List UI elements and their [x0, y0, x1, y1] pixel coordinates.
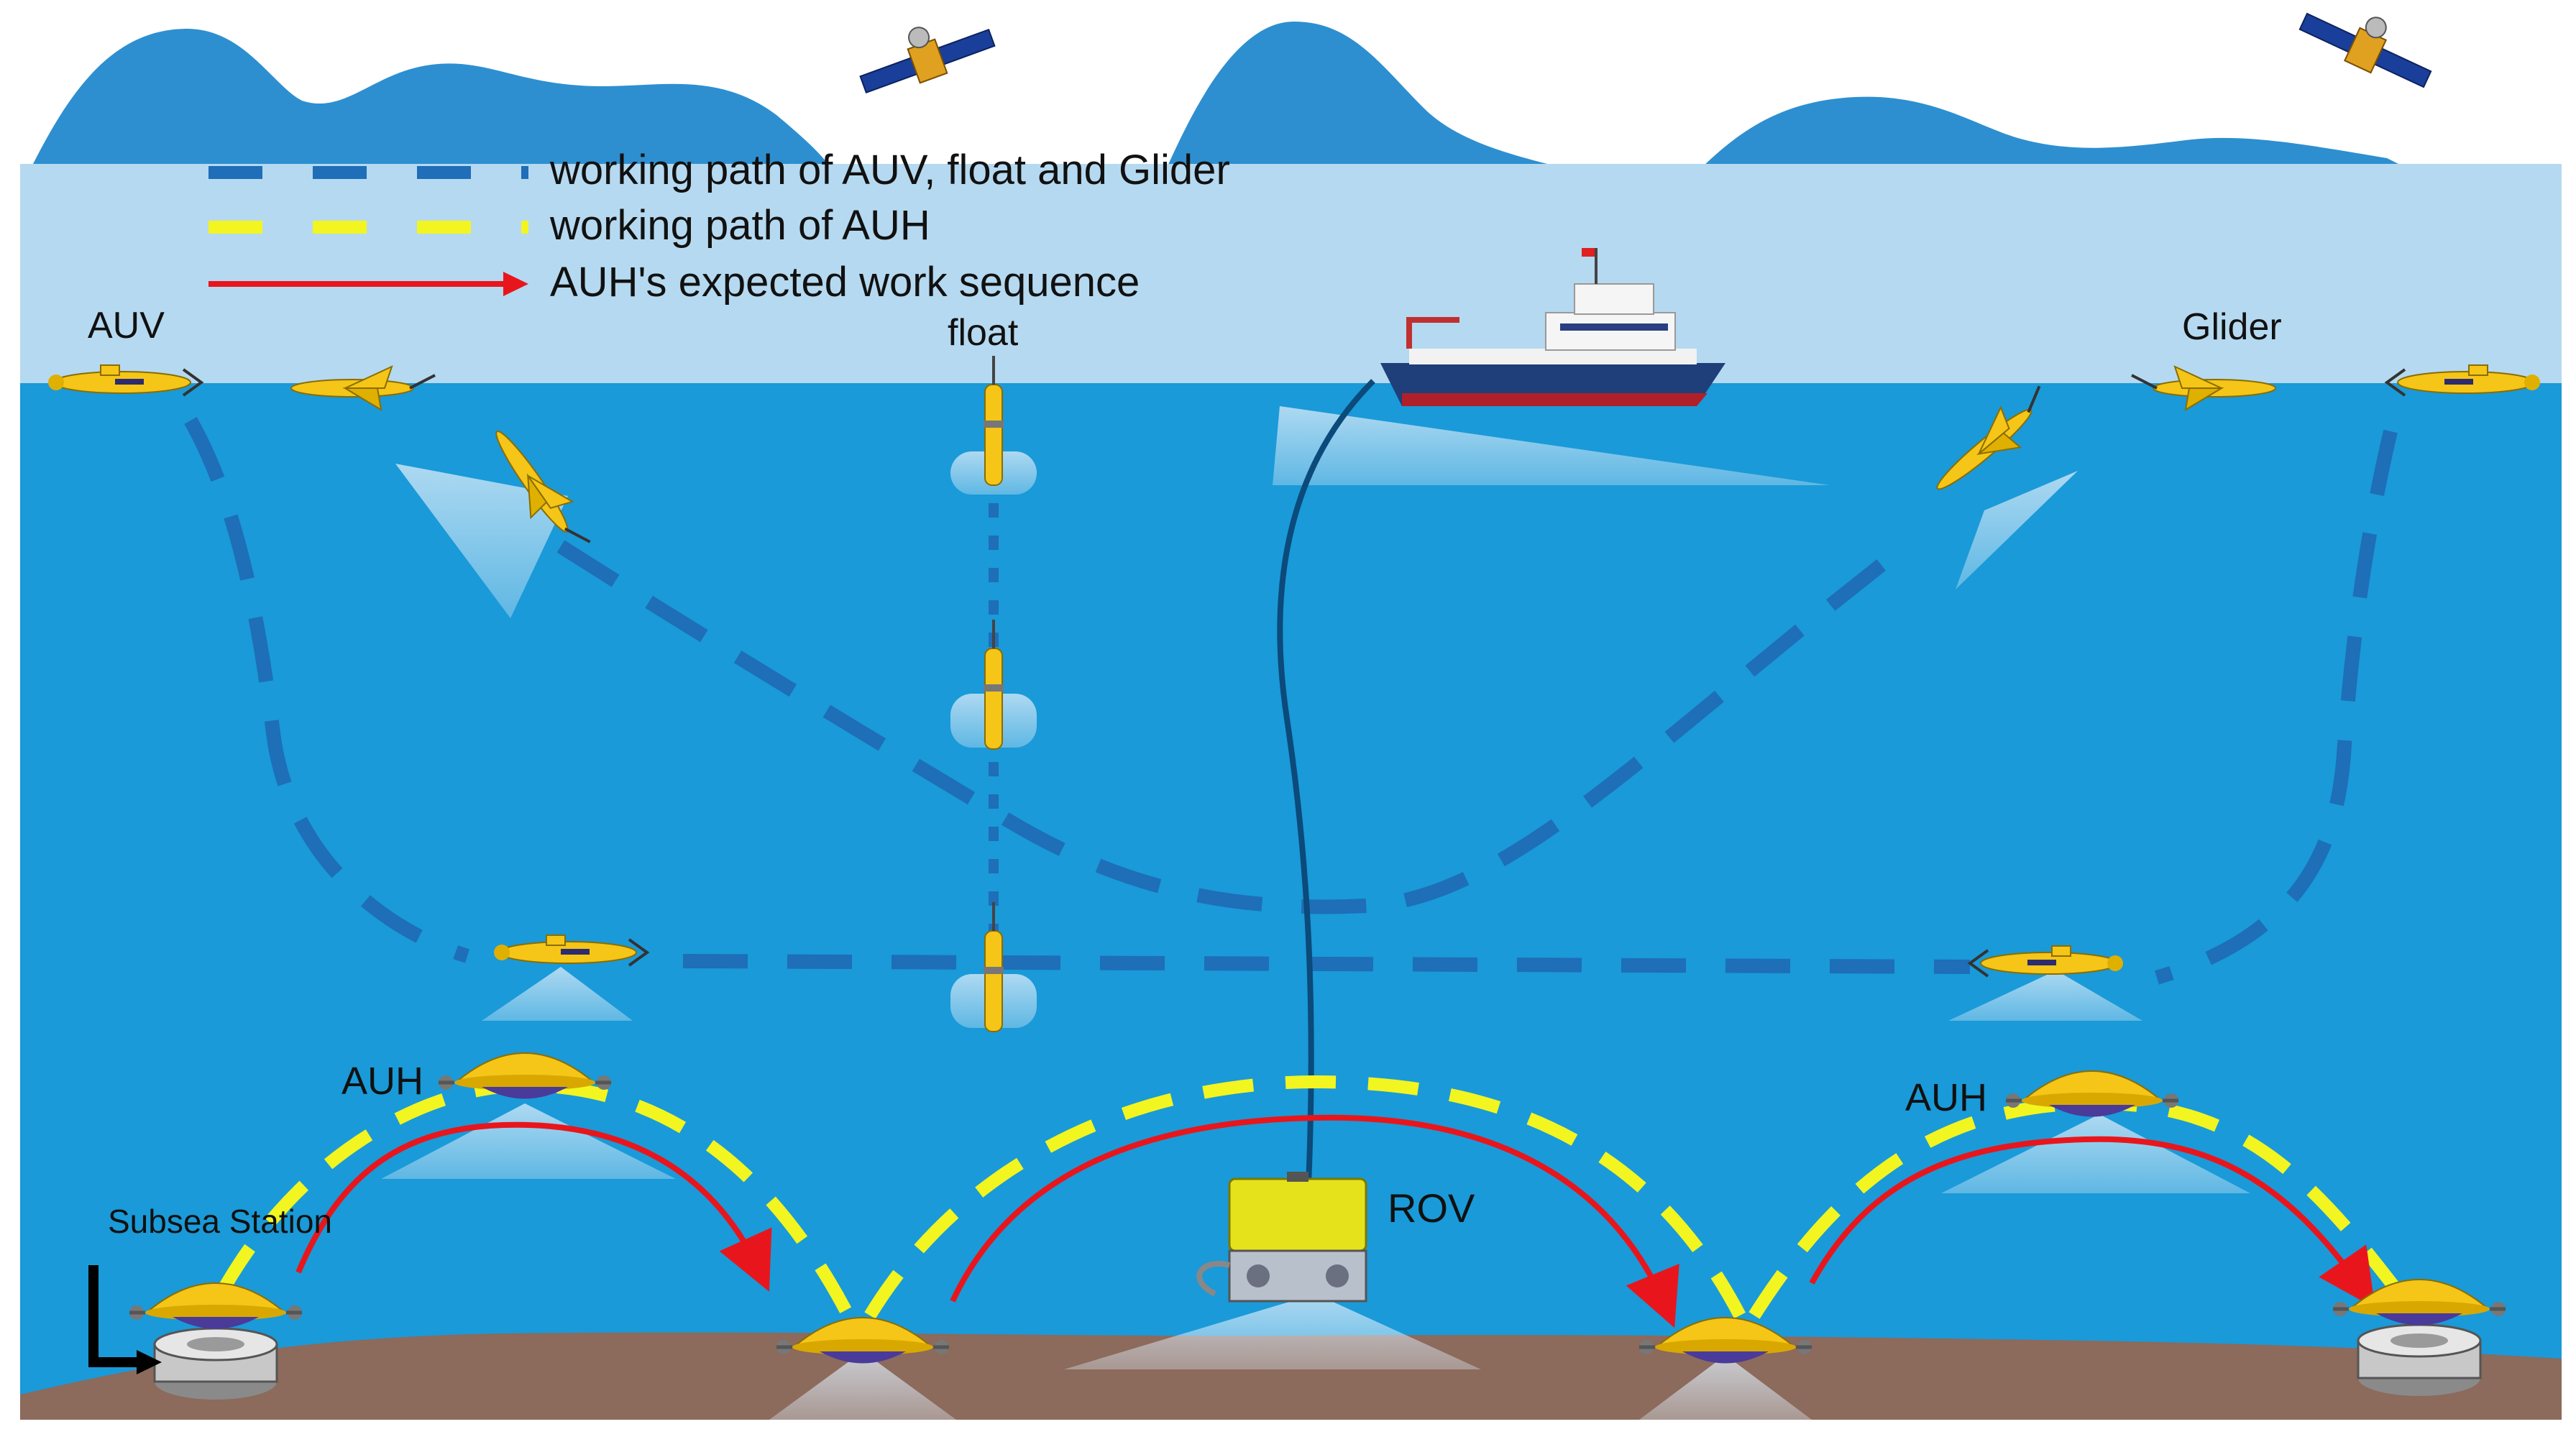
- rov-tether: [1277, 379, 1375, 1187]
- legend-label-auv-path: working path of AUV, float and Glider: [549, 147, 1230, 193]
- label-rov: ROV: [1388, 1185, 1475, 1231]
- subsea-station-icon: [153, 1327, 278, 1401]
- satellite-icon: [2295, 0, 2443, 96]
- label-auh-right: AUH: [1905, 1076, 1987, 1119]
- legend-label-auh-path: working path of AUH: [549, 202, 930, 249]
- mountain-middle: [1165, 22, 1582, 173]
- station-pointer: [88, 1265, 140, 1367]
- label-glider: Glider: [2182, 306, 2282, 348]
- station-pointer-head: [137, 1350, 162, 1374]
- label-auv: AUV: [88, 305, 165, 346]
- subsea-station-icon: [2357, 1323, 2482, 1397]
- mountain-right: [1697, 96, 2416, 173]
- legend: working path of AUV, float and Glider wo…: [208, 147, 1230, 306]
- ship-icon: [1380, 248, 1725, 406]
- satellite-icon: [850, 4, 999, 102]
- legend-arrowhead: [503, 272, 528, 296]
- mountain-left: [29, 29, 834, 173]
- seabed: [20, 1332, 2562, 1420]
- sonar-cones: [381, 406, 2250, 1420]
- legend-label-sequence: AUH's expected work sequence: [550, 259, 1140, 306]
- surface-band: [20, 164, 2562, 383]
- auv-float-glider-paths: [184, 417, 2398, 985]
- label-auh-left: AUH: [342, 1060, 423, 1103]
- label-float: float: [948, 312, 1019, 354]
- auh-sequence-arrows: [295, 1114, 2375, 1328]
- auh-paths: [217, 1075, 2400, 1319]
- rov-icon: [1196, 1172, 1367, 1303]
- label-subsea-station: Subsea Station: [108, 1203, 332, 1240]
